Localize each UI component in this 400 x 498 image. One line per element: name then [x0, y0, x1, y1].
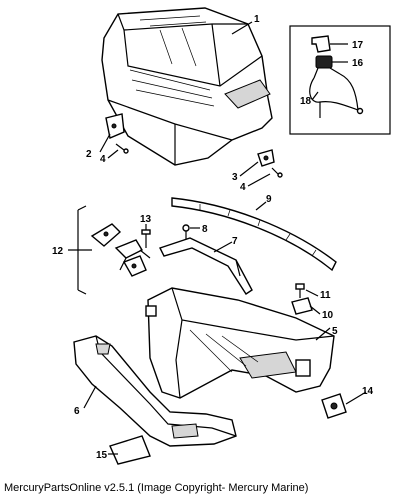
callout-18: 18: [300, 96, 312, 107]
seal-strip-part-9[interactable]: [171, 197, 337, 272]
exploded-parts-diagram: 1 2 4 3 4 17 16 18 9 8 7 12 13 11 10 5 6…: [52, 7, 391, 465]
callout-17: 17: [352, 40, 364, 51]
bracket-part-2[interactable]: [105, 113, 125, 139]
latch-assembly-part-12[interactable]: [90, 223, 151, 277]
callout-10: 10: [322, 310, 334, 321]
callout-11: 11: [320, 290, 331, 301]
callout-1: 1: [254, 14, 260, 25]
callout-7: 7: [232, 236, 238, 247]
bolt-part-13[interactable]: [141, 229, 151, 248]
latch-part-16[interactable]: [313, 55, 341, 79]
callout-labels: 1 2 4 3 4 17 16 18 9 8 7 12 13 11 10 5 6…: [52, 14, 374, 461]
callout-6: 6: [74, 406, 80, 417]
callout-16: 16: [352, 58, 364, 69]
lower-cowl-part-6[interactable]: [73, 335, 237, 447]
support-bracket-part-7[interactable]: [159, 237, 253, 295]
callout-4-right: 4: [240, 182, 246, 193]
callout-2: 2: [86, 149, 92, 160]
callout-9: 9: [266, 194, 272, 205]
screw-part-4-left[interactable]: [115, 143, 129, 154]
callout-4-left: 4: [100, 154, 106, 165]
callout-15: 15: [96, 450, 108, 461]
top-cowl-part-1[interactable]: [101, 7, 273, 166]
callout-5: 5: [332, 326, 338, 337]
bracket-part-10[interactable]: [291, 297, 313, 315]
wire-harness-part-18[interactable]: [309, 73, 364, 118]
screw-part-8[interactable]: [182, 224, 190, 240]
leader-lines: [68, 21, 367, 455]
bracket-part-3[interactable]: [257, 149, 275, 167]
callout-3: 3: [232, 172, 238, 183]
callout-14: 14: [362, 386, 374, 397]
clip-part-17[interactable]: [311, 35, 331, 53]
screw-part-11[interactable]: [295, 283, 305, 298]
callout-13: 13: [140, 214, 152, 225]
callout-12: 12: [52, 246, 64, 257]
callout-8: 8: [202, 224, 208, 235]
latch-kit-inset-box: [289, 25, 391, 135]
copyright-caption: MercuryPartsOnline v2.5.1 (Image Copyrig…: [4, 482, 309, 494]
screw-part-4-right[interactable]: [271, 167, 283, 178]
plate-part-15[interactable]: [109, 435, 151, 465]
clip-part-14[interactable]: [321, 393, 347, 419]
lower-cowl-part-5[interactable]: [145, 287, 335, 399]
